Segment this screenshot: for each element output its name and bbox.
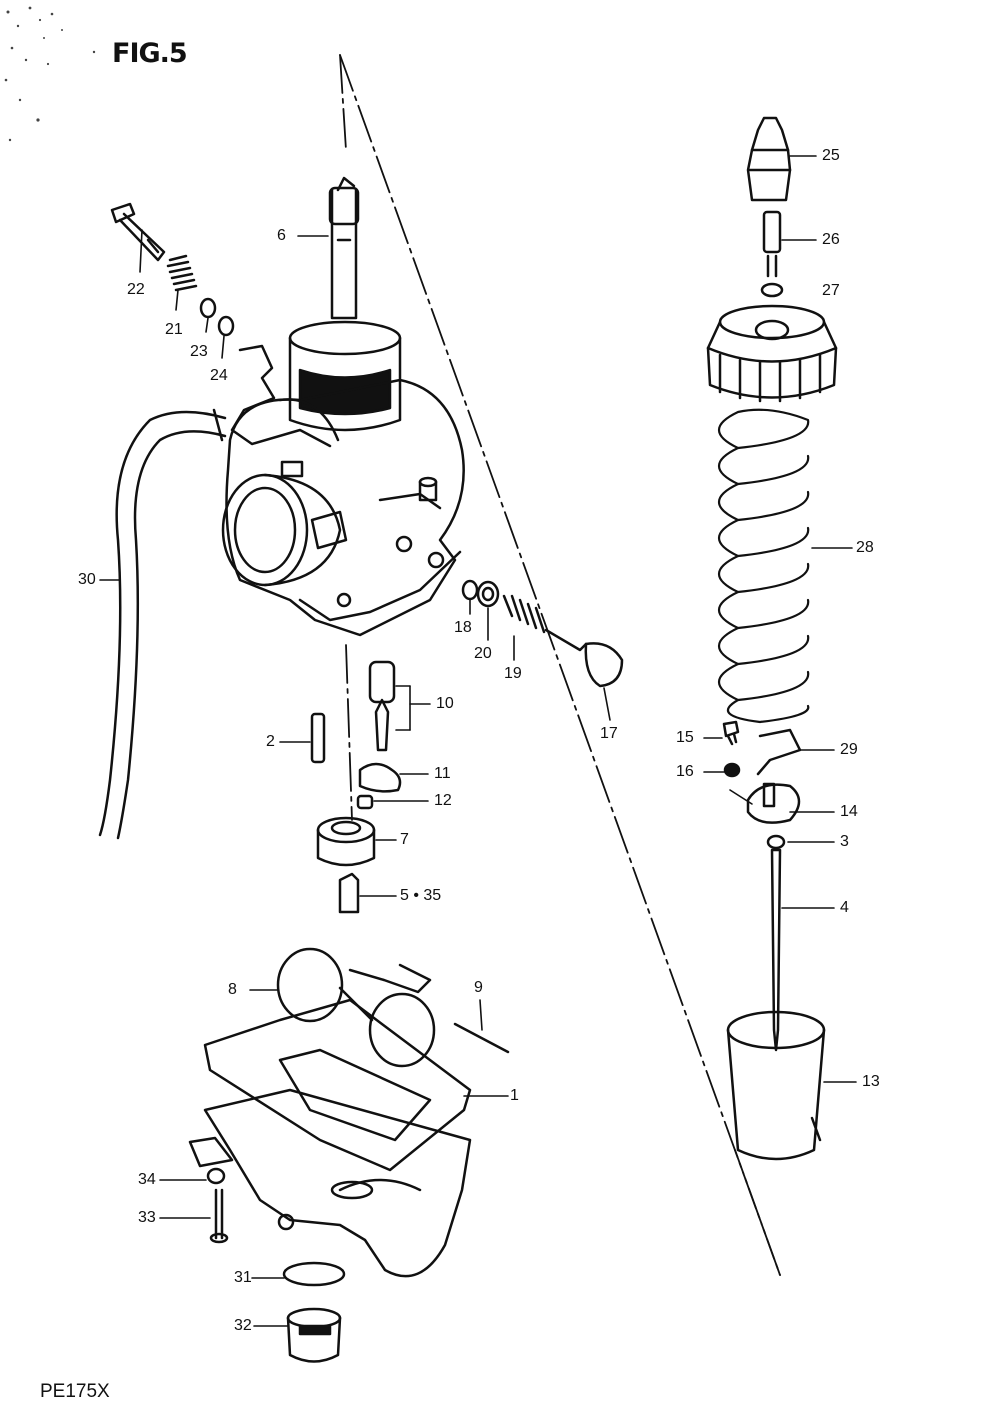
- part-14-plate: [746, 782, 801, 824]
- part-33-screw: [209, 1188, 229, 1244]
- callout-7: 7: [400, 831, 409, 848]
- callout-20: 20: [474, 645, 492, 662]
- callout-2: 2: [266, 733, 275, 750]
- leader-lines: [99, 155, 857, 1327]
- callout-4: 4: [840, 899, 849, 916]
- float-bowl: [188, 1088, 472, 1278]
- part-22-screw: [110, 202, 166, 262]
- callout-28: 28: [856, 539, 874, 556]
- callout-13: 13: [862, 1073, 880, 1090]
- part-24-oring: [217, 315, 235, 337]
- part-cap: [706, 304, 838, 403]
- part-6-cable-adjuster: [328, 176, 360, 320]
- part-30-hose: [98, 408, 227, 840]
- part-2-pin: [310, 712, 326, 764]
- part-15-screw: [722, 720, 740, 746]
- callout-8: 8: [228, 981, 237, 998]
- callout-9: 9: [474, 979, 483, 996]
- part-13-throttle-slide: [726, 1010, 826, 1161]
- callout-31: 31: [234, 1269, 252, 1286]
- callout-11: 11: [434, 765, 451, 782]
- part-28-spring: [718, 408, 810, 724]
- callout-10: 10: [436, 695, 454, 712]
- callout-24: 24: [210, 367, 228, 384]
- callout-23: 23: [190, 343, 208, 360]
- part-8-floats: [276, 947, 436, 1068]
- carburetor-body: [221, 320, 465, 637]
- axis-centerlines: [339, 54, 781, 1276]
- part-27-nut: [760, 282, 784, 298]
- callout-5-35: 5 • 35: [400, 887, 442, 904]
- scan-noise: [4, 6, 96, 142]
- callout-6: 6: [277, 227, 286, 244]
- part-16-nut: [723, 762, 741, 778]
- part-17-screw: [544, 628, 624, 688]
- callout-32: 32: [234, 1317, 252, 1334]
- callout-33: 33: [138, 1209, 156, 1226]
- part-19-spring: [502, 594, 546, 634]
- callout-30: 30: [78, 571, 96, 588]
- part-11-float-arm: [358, 762, 402, 793]
- callout-22: 22: [127, 281, 145, 298]
- part-4-jet-needle: [770, 848, 782, 1052]
- part-32-drain-plug: [286, 1307, 342, 1363]
- callout-3: 3: [840, 833, 849, 850]
- callout-16: 16: [676, 763, 694, 780]
- callout-12: 12: [434, 792, 452, 809]
- callout-19: 19: [504, 665, 522, 682]
- part-26-adjuster: [762, 210, 782, 278]
- figure-title: FIG.5: [112, 38, 188, 69]
- part-23-washer: [199, 297, 217, 319]
- callout-18: 18: [454, 619, 472, 636]
- part-25-cable-boot: [746, 116, 792, 202]
- model-code: PE175X: [40, 1381, 110, 1402]
- callout-26: 26: [822, 231, 840, 248]
- callout-1: 1: [510, 1087, 519, 1104]
- part-10-needle-valve: [368, 660, 396, 752]
- part-31-oring: [282, 1261, 346, 1287]
- part-20-washer: [476, 580, 500, 608]
- callout-25: 25: [822, 147, 840, 164]
- part-5-main-jet: [338, 872, 360, 914]
- part-3-clip: [766, 834, 786, 850]
- part-34-washer: [206, 1167, 226, 1185]
- part-12-screw: [356, 794, 374, 810]
- part-7-jet-holder: [316, 816, 376, 867]
- callout-34: 34: [138, 1171, 156, 1188]
- callout-21: 21: [165, 321, 183, 338]
- part-18-oring: [461, 579, 479, 601]
- callout-17: 17: [600, 725, 618, 742]
- part-9-float-pin: [453, 1022, 510, 1054]
- part-29-clip: [756, 728, 802, 776]
- part-21-spring: [166, 254, 198, 292]
- callout-15: 15: [676, 729, 694, 746]
- callout-14: 14: [840, 803, 858, 820]
- callout-27: 27: [822, 282, 840, 299]
- callout-29: 29: [840, 741, 858, 758]
- part-1-gasket: [203, 998, 472, 1172]
